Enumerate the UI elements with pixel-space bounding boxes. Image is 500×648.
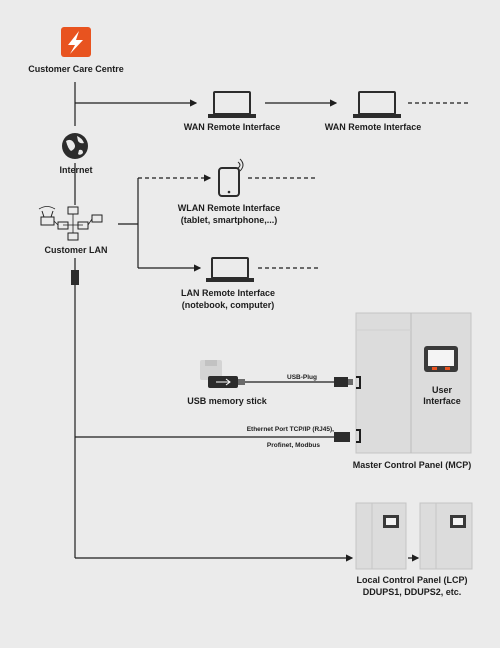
usb-stick-icon — [208, 376, 245, 388]
usb-stick-label: USB memory stick — [187, 396, 268, 406]
connector-icon — [334, 432, 350, 442]
globe-icon — [62, 133, 88, 159]
lcp-cabinet-1 — [355, 502, 407, 570]
ethernet-port-label: Ethernet Port TCP/IP (RJ45), — [247, 426, 334, 433]
lan-devices-label: (notebook, computer) — [182, 300, 275, 310]
floppy-icon — [200, 360, 222, 380]
mcp-label: Master Control Panel (MCP) — [353, 460, 472, 470]
lcp-label: Local Control Panel (LCP) — [356, 575, 467, 585]
laptop-icon — [206, 257, 254, 282]
network-icon — [38, 206, 103, 241]
customer-lan-label: Customer LAN — [44, 245, 107, 255]
user-interface-label-2: Interface — [423, 396, 461, 406]
panel-display-icon — [450, 515, 466, 528]
connection-lines — [74, 82, 468, 562]
protocols-label: Profinet, Modbus — [267, 442, 320, 449]
panel-display-icon — [424, 346, 458, 372]
panel-display-icon — [383, 515, 399, 528]
usb-plug-icon — [334, 377, 353, 387]
connector-icon — [71, 270, 79, 285]
laptop-icon — [208, 91, 256, 118]
user-interface-label: User — [432, 385, 453, 395]
lan-interface-label: LAN Remote Interface — [181, 288, 275, 298]
lcp-cabinet-2 — [419, 502, 473, 570]
wlan-devices-label: (tablet, smartphone,...) — [181, 215, 278, 225]
wan-interface-2-label: WAN Remote Interface — [325, 122, 422, 132]
care-centre-label: Customer Care Centre — [28, 64, 124, 74]
wan-interface-1-label: WAN Remote Interface — [184, 122, 281, 132]
internet-label: Internet — [59, 165, 92, 175]
lcp-units-label: DDUPS1, DDUPS2, etc. — [363, 587, 462, 597]
laptop-icon — [353, 91, 401, 118]
mcp-ports — [356, 376, 361, 443]
wlan-interface-label: WLAN Remote Interface — [178, 203, 281, 213]
usb-plug-label: USB-Plug — [287, 374, 317, 381]
smartphone-icon — [218, 158, 244, 197]
bolt-logo-icon — [61, 27, 91, 57]
mcp-cabinet — [355, 312, 472, 454]
